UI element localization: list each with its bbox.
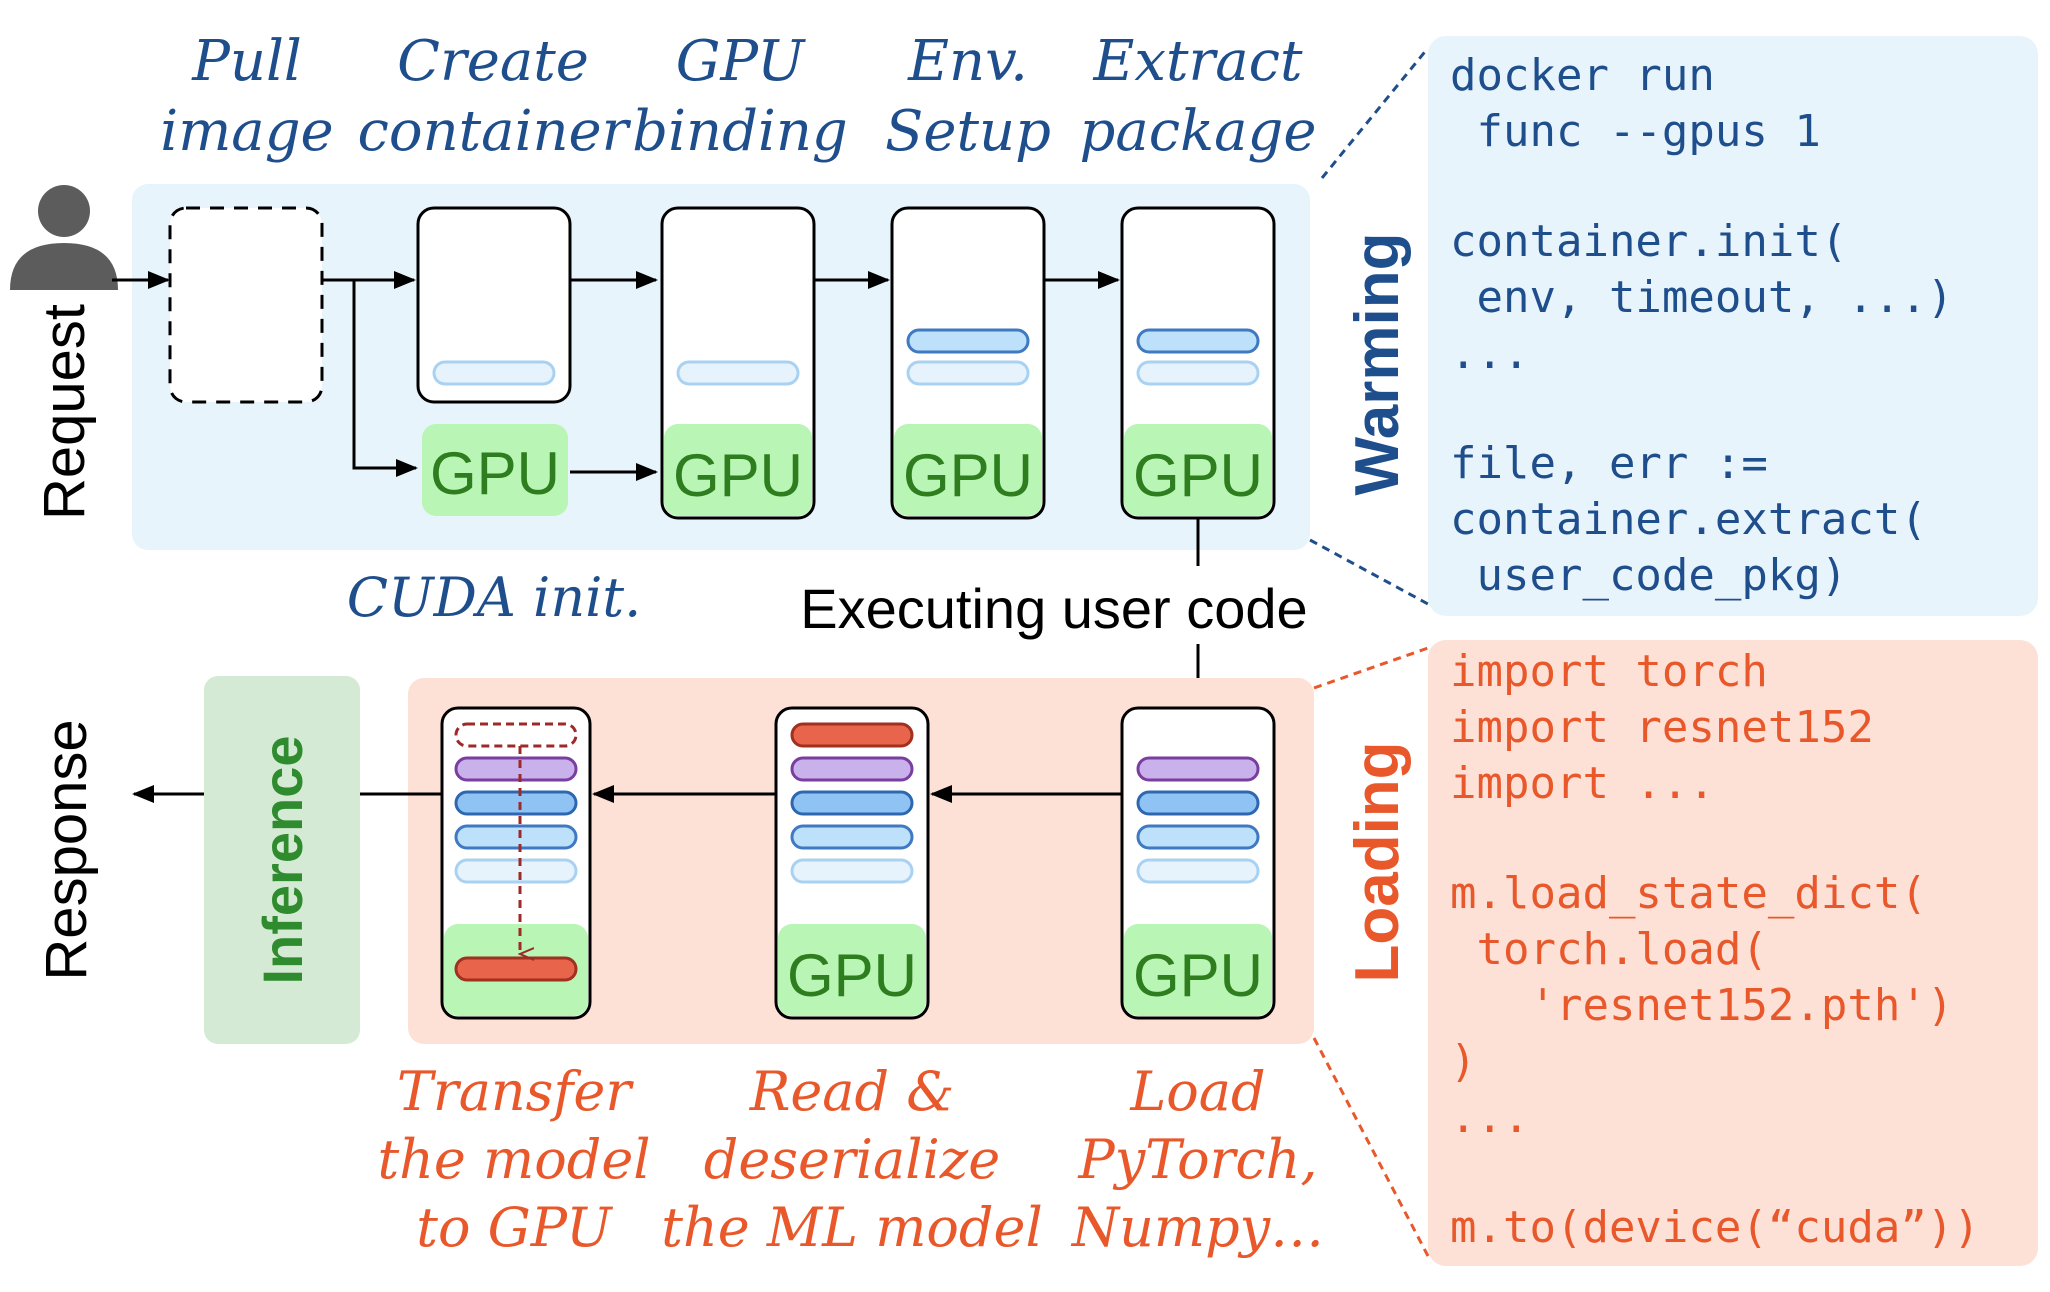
warming-code-line-4: container.init( (1450, 216, 1847, 267)
load-pytorch-gpu (1124, 924, 1272, 1016)
read-deserialize-gpu (778, 924, 926, 1016)
inference-block (204, 676, 360, 1044)
loading-title-read-3: the ML model (661, 1196, 1042, 1259)
loading-title-transfer-2: the model (377, 1128, 650, 1191)
env-setup-layer-2 (906, 360, 1030, 386)
cuda-gpu-label: GPU (430, 440, 560, 507)
loading-title-read-2: deserialize (704, 1128, 1000, 1191)
loading-title-load-1: Load (1129, 1060, 1265, 1123)
loading-code-line-9: ... (1450, 1092, 1529, 1143)
loading-title-transfer-3: to GPU (416, 1196, 613, 1259)
read-deserialize-layer-blue-2 (790, 824, 914, 850)
user-icon (10, 185, 118, 290)
loading-code-line-7: 'resnet152.pth') (1450, 980, 1953, 1031)
loading-code-panel (1428, 640, 2038, 1266)
transfer-gpu-layer-blue-3 (454, 858, 578, 884)
cuda-gpu-block (422, 424, 568, 516)
warming-code-line-1: docker run (1450, 50, 1715, 101)
loading-code-line-3: import ... (1450, 758, 1715, 809)
transfer-gpu-layer-red (454, 956, 578, 982)
loading-code-line-11: m.to(device(“cuda”)) (1450, 1202, 1980, 1253)
loading-title-load-2: PyTorch, (1077, 1128, 1317, 1191)
step-title-pull-2: image (160, 99, 333, 164)
arrow-to-cuda (352, 280, 418, 477)
step-title-gpu-1: GPU (676, 29, 806, 94)
pull-image-box (168, 206, 324, 404)
warming-code-panel (1428, 36, 2038, 616)
loading-code-line-2: import resnet152 (1450, 702, 1874, 753)
step-title-env-1: Env. (907, 29, 1028, 94)
step-title-env-2: Setup (885, 99, 1051, 164)
extract-package-layer-2 (1136, 360, 1260, 386)
env-setup-gpu-label: GPU (903, 442, 1033, 509)
inference-label: Inference (251, 736, 314, 985)
loading-code-line-6: torch.load( (1450, 924, 1768, 975)
transfer-gpu-layer-blue-2 (454, 824, 578, 850)
extract-package-gpu-label: GPU (1133, 442, 1263, 509)
transfer-gpu-layer-blue-1 (454, 790, 578, 816)
loading-code-line-8: ) (1450, 1036, 1477, 1087)
loading-connector-bottom (1312, 1037, 1430, 1257)
step-title-extract-1: Extract (1093, 29, 1303, 94)
load-pytorch-layer-purple (1136, 756, 1260, 782)
load-pytorch-gpu-label: GPU (1133, 942, 1263, 1009)
create-container-box (416, 206, 572, 404)
warming-connector-top (1320, 47, 1430, 179)
extract-package-gpu (1124, 424, 1272, 516)
warming-code-line-5: env, timeout, ...) (1450, 272, 1953, 323)
loading-connector-top (1313, 646, 1429, 690)
warming-code-line-2: func --gpus 1 (1450, 106, 1821, 157)
env-setup-layer-1 (906, 328, 1030, 354)
step-title-gpu-2: binding (632, 99, 848, 164)
step-title-create-1: Create (397, 29, 589, 94)
load-pytorch-layer-blue-2 (1136, 824, 1260, 850)
load-pytorch-layer-blue-3 (1136, 858, 1260, 884)
warming-code-line-8: file, err := (1450, 438, 1768, 489)
warming-label: Warming (1343, 233, 1412, 496)
read-deserialize-layer-purple (790, 756, 914, 782)
step-title-pull-1: Pull (191, 29, 302, 94)
loading-title-transfer-1: Transfer (397, 1060, 634, 1123)
warming-code-line-10: user_code_pkg) (1450, 550, 1847, 601)
transfer-gpu-layer-purple (454, 756, 578, 782)
create-container-layer (432, 360, 556, 386)
request-label: Request (32, 304, 97, 520)
gpu-binding-gpu-label: GPU (673, 442, 803, 509)
cuda-init-label: CUDA init. (347, 566, 641, 629)
loading-title-load-3: Numpy… (1070, 1196, 1324, 1259)
step-title-extract-2: package (1080, 99, 1317, 164)
response-label: Response (34, 719, 99, 980)
load-pytorch-layer-blue-1 (1136, 790, 1260, 816)
gpu-binding-layer (676, 360, 800, 386)
gpu-binding-gpu (664, 424, 812, 516)
loading-code-line-5: m.load_state_dict( (1450, 868, 1927, 919)
loading-label: Loading (1343, 741, 1412, 982)
warming-connector-bottom (1309, 538, 1429, 606)
step-title-create-2: container (358, 99, 632, 164)
read-deserialize-layer-red (790, 722, 914, 748)
transfer-gpu-layer-dashed (454, 722, 578, 748)
extract-package-layer-1 (1136, 328, 1260, 354)
read-deserialize-layer-blue-3 (790, 858, 914, 884)
executing-user-code-label: Executing user code (800, 577, 1307, 640)
loading-title-read-1: Read & (749, 1060, 955, 1123)
loading-code-line-1: import torch (1450, 646, 1768, 697)
warming-code-line-9: container.extract( (1450, 494, 1927, 545)
env-setup-gpu (894, 424, 1042, 516)
read-deserialize-gpu-label: GPU (787, 942, 917, 1009)
warming-code-line-6: ... (1450, 328, 1529, 379)
read-deserialize-layer-blue-1 (790, 790, 914, 816)
